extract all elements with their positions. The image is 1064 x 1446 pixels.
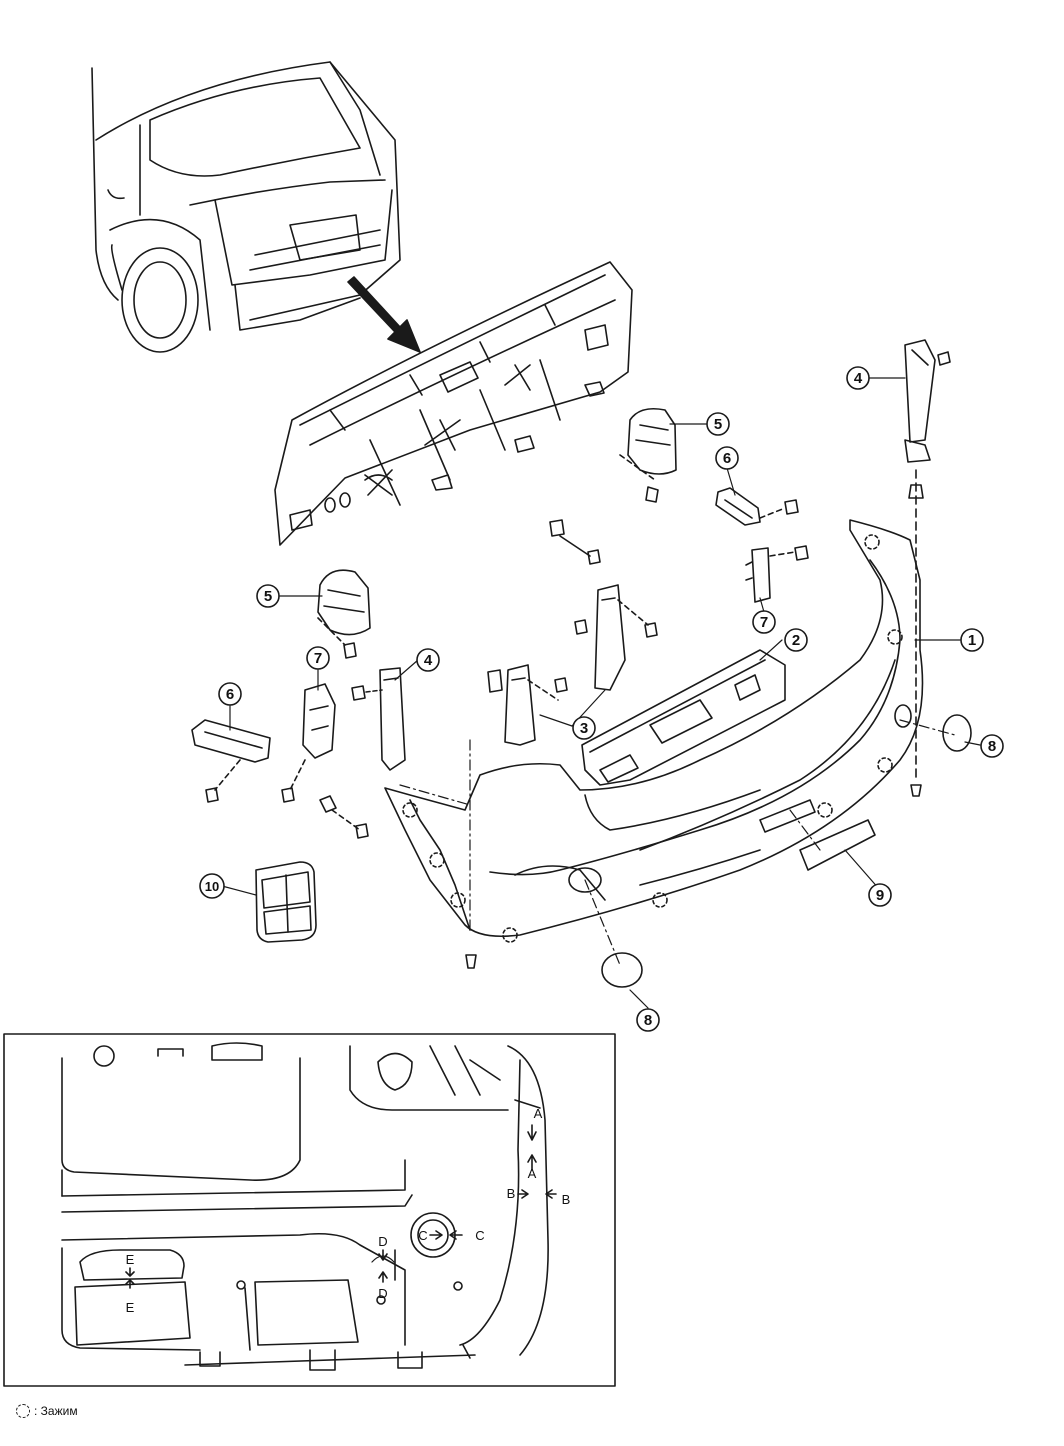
svg-text:4: 4 <box>424 652 433 669</box>
direction-arrow-icon <box>347 276 421 353</box>
clip-bracket-right <box>745 545 809 603</box>
callout-10: 10 <box>199 873 225 899</box>
callout-4-left: 4 <box>416 648 440 672</box>
detail-label-b-right: B <box>562 1192 571 1207</box>
clip-markers <box>402 534 903 943</box>
side-stay-left <box>351 667 406 771</box>
svg-text:7: 7 <box>760 614 768 631</box>
side-bracket-right <box>715 487 799 526</box>
callout-6-left: 6 <box>218 682 242 706</box>
detail-label-d-top: D <box>378 1234 387 1249</box>
callout-8-left: 8 <box>636 1008 660 1032</box>
callout-6-right: 6 <box>715 446 739 470</box>
fog-cover-right <box>942 714 972 752</box>
callout-labels: 1 2 3 4 4 5 5 6 <box>199 366 1004 1032</box>
svg-text:6: 6 <box>723 450 731 467</box>
energy-absorber <box>581 649 786 786</box>
detail-letters: A A B B C C D D E E <box>126 1106 571 1315</box>
detail-label-c-left: C <box>418 1228 427 1243</box>
vehicle-rear-illustration <box>91 61 401 353</box>
callout-2: 2 <box>784 628 808 652</box>
retainer-right <box>619 407 677 503</box>
legend-text: : Зажим <box>34 1404 78 1418</box>
svg-text:3: 3 <box>580 720 588 737</box>
clip-symbol-icon <box>16 1404 30 1418</box>
detail-label-b-left: B <box>507 1186 516 1201</box>
bumper-fascia <box>384 519 924 938</box>
vent-grille <box>255 861 317 943</box>
callout-5-left: 5 <box>256 584 280 608</box>
svg-text:7: 7 <box>314 650 322 667</box>
svg-text:8: 8 <box>988 738 996 755</box>
detail-label-e-top: E <box>126 1252 135 1267</box>
fog-cover-left <box>601 952 643 988</box>
side-stay-right <box>904 339 951 797</box>
svg-text:10: 10 <box>205 879 219 894</box>
callout-7-left: 7 <box>306 646 330 670</box>
side-bracket-left <box>191 719 271 803</box>
svg-text:5: 5 <box>714 416 722 433</box>
svg-text:1: 1 <box>968 632 976 649</box>
callout-3: 3 <box>572 716 596 740</box>
detail-label-a-top: A <box>534 1106 543 1121</box>
callout-7-right: 7 <box>752 610 776 634</box>
retainer-left <box>317 569 371 659</box>
detail-label-d-bottom: D <box>378 1286 387 1301</box>
callout-1: 1 <box>960 628 984 652</box>
svg-text:8: 8 <box>644 1012 652 1029</box>
callout-8-right: 8 <box>980 734 1004 758</box>
svg-text:4: 4 <box>854 370 863 387</box>
detail-label-e-bottom: E <box>126 1300 135 1315</box>
legend: : Зажим <box>16 1404 78 1418</box>
detail-inset <box>3 1033 616 1387</box>
detail-label-c-right: C <box>475 1228 484 1243</box>
reflector <box>799 819 876 871</box>
callout-leaders <box>221 377 981 1009</box>
detail-label-a-bottom: A <box>528 1166 537 1181</box>
svg-text:2: 2 <box>792 632 800 649</box>
callout-4-right: 4 <box>846 366 870 390</box>
fasteners-center <box>549 519 658 638</box>
svg-text:5: 5 <box>264 588 272 605</box>
svg-text:9: 9 <box>876 887 884 904</box>
alignment-lines <box>399 719 956 966</box>
rear-panel <box>274 261 633 546</box>
svg-text:6: 6 <box>226 686 234 703</box>
clip-bracket-left <box>281 683 369 839</box>
center-brackets <box>487 584 649 746</box>
callout-9: 9 <box>868 883 892 907</box>
callout-5-right: 5 <box>706 412 730 436</box>
